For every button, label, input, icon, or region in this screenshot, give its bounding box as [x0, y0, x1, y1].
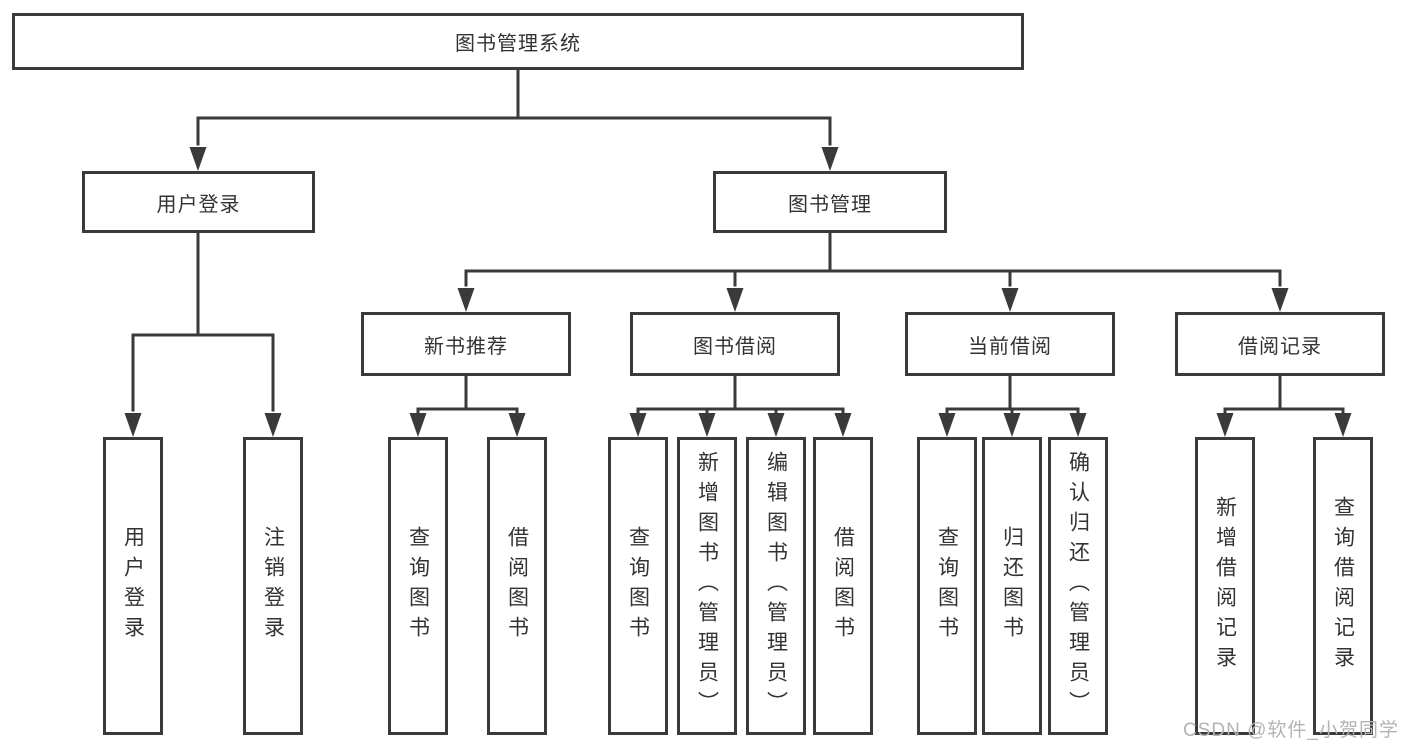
leaf-user-login-label: 用户登录	[121, 526, 145, 646]
connector-paths	[131, 68, 1345, 416]
leaf-query-books-borrow: 查询图书	[608, 437, 668, 735]
leaf-query-books-recommend: 查询图书	[388, 437, 448, 735]
leaf-logout: 注销登录	[243, 437, 303, 735]
node-current-borrow-label: 当前借阅	[968, 335, 1052, 358]
node-borrow-records: 借阅记录	[1175, 312, 1385, 376]
leaf-borrow-books-label: 借阅图书	[831, 526, 855, 646]
leaf-borrow-books-recommend-label: 借阅图书	[505, 526, 529, 646]
node-root-label: 图书管理系统	[455, 33, 581, 55]
leaf-return-books-label: 归还图书	[1000, 526, 1024, 646]
leaf-borrow-books: 借阅图书	[813, 437, 873, 735]
leaf-query-books-current: 查询图书	[917, 437, 977, 735]
leaf-add-books-admin-label: 新增图书（管理员）	[695, 451, 719, 721]
node-book-borrow-label: 图书借阅	[693, 335, 777, 358]
node-book-management-label: 图书管理	[788, 193, 872, 216]
leaf-add-books-admin: 新增图书（管理员）	[677, 437, 737, 735]
leaf-add-borrow-record-label: 新增借阅记录	[1213, 496, 1237, 676]
leaf-confirm-return-admin-label: 确认归还（管理员）	[1066, 451, 1090, 721]
node-user-login-label: 用户登录	[156, 193, 241, 216]
arrowheads	[124, 147, 1352, 437]
node-current-borrow: 当前借阅	[905, 312, 1115, 376]
node-borrow-records-label: 借阅记录	[1238, 335, 1322, 358]
leaf-query-books-recommend-label: 查询图书	[406, 526, 430, 646]
leaf-edit-books-admin: 编辑图书（管理员）	[746, 437, 806, 735]
node-user-login: 用户登录	[82, 171, 315, 233]
watermark: CSDN @软件_小贺同学	[1183, 720, 1399, 741]
leaf-query-books-current-label: 查询图书	[935, 526, 959, 646]
leaf-query-books-borrow-label: 查询图书	[626, 526, 650, 646]
leaf-query-borrow-record-label: 查询借阅记录	[1331, 496, 1355, 676]
node-root-system: 图书管理系统	[12, 13, 1024, 70]
node-new-book-recommend-label: 新书推荐	[424, 335, 508, 358]
leaf-query-borrow-record: 查询借阅记录	[1313, 437, 1373, 735]
leaf-return-books: 归还图书	[982, 437, 1042, 735]
node-new-book-recommend: 新书推荐	[361, 312, 571, 376]
leaf-user-login: 用户登录	[103, 437, 163, 735]
node-book-borrow: 图书借阅	[630, 312, 840, 376]
leaf-add-borrow-record: 新增借阅记录	[1195, 437, 1255, 735]
leaf-logout-label: 注销登录	[261, 526, 285, 646]
leaf-confirm-return-admin: 确认归还（管理员）	[1048, 437, 1108, 735]
leaf-borrow-books-recommend: 借阅图书	[487, 437, 547, 735]
leaf-edit-books-admin-label: 编辑图书（管理员）	[764, 451, 788, 721]
node-book-management: 图书管理	[713, 171, 947, 233]
